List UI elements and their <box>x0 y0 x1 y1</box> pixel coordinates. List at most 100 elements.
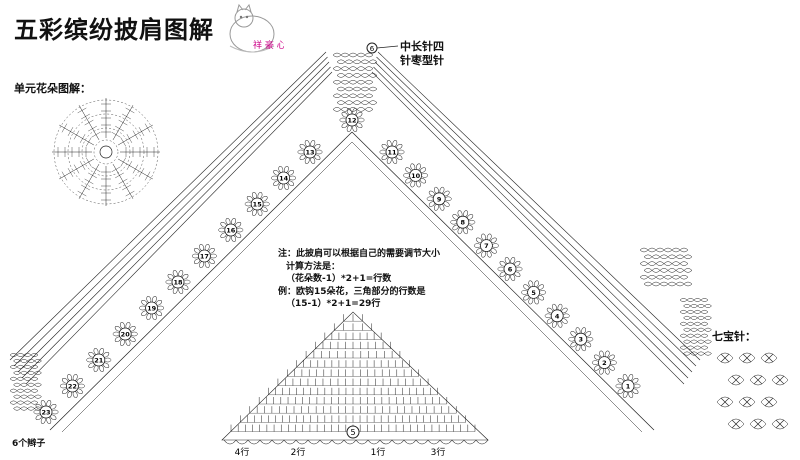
flower-bar <box>67 168 74 177</box>
flower-ring <box>81 127 131 177</box>
mesh-loop <box>704 327 712 332</box>
flower-bar <box>61 171 68 181</box>
flower-bar <box>81 113 90 120</box>
mesh-loop <box>647 247 657 253</box>
motif-petal <box>357 117 365 123</box>
mesh-loop <box>639 274 649 280</box>
motif-petal <box>183 279 191 285</box>
motif-petal <box>51 409 59 415</box>
flower-bar <box>125 190 135 197</box>
mesh-loop <box>9 364 18 369</box>
mesh-loop <box>332 52 342 58</box>
flower-bar <box>86 137 92 147</box>
motif-center <box>92 353 106 367</box>
mesh-loop <box>647 274 657 280</box>
flower-bar <box>77 190 87 197</box>
seven-loop <box>771 418 789 430</box>
flower-bar <box>115 125 124 132</box>
cat-logo-icon: 祥 豪 心 <box>229 3 284 53</box>
motif-center <box>527 285 540 299</box>
scallop <box>355 439 369 445</box>
motif-petal <box>157 305 165 311</box>
mesh-loop <box>679 321 688 326</box>
mesh-loop <box>352 59 362 65</box>
motif-number: 20 <box>121 331 131 339</box>
motif-right: 2 <box>591 350 617 375</box>
mesh-loop <box>13 382 21 387</box>
mesh-loop <box>16 353 25 357</box>
seven-treasure-label: 七宝针： <box>712 330 756 343</box>
flower-bar <box>84 119 94 126</box>
flower-bar <box>118 119 128 126</box>
stitch-symbol-leader <box>376 45 399 49</box>
seven-cross <box>753 375 763 385</box>
seven-loop <box>727 418 745 430</box>
motif-petal <box>130 331 138 337</box>
seven-cross <box>731 419 741 429</box>
mesh-loop <box>700 309 709 314</box>
mesh-loop <box>663 247 673 253</box>
mesh-loop <box>697 303 705 308</box>
mesh-loop <box>364 66 374 71</box>
seven-loop <box>760 396 778 408</box>
motif-right: 11 <box>379 140 405 164</box>
mesh-loop <box>356 79 366 85</box>
mesh-loop <box>663 274 673 280</box>
flower-bar <box>120 157 126 167</box>
mesh-loop <box>679 298 688 302</box>
motif-petal <box>262 201 270 207</box>
flower-bar <box>88 172 97 179</box>
flower-bar <box>84 178 94 185</box>
mesh-loop <box>344 73 354 78</box>
motif-number: 17 <box>200 253 209 261</box>
mesh-loop <box>9 400 18 405</box>
flower-bar <box>126 134 133 143</box>
mesh-loop <box>34 394 42 399</box>
inner-left-line <box>61 141 353 433</box>
mesh-loop <box>360 100 370 105</box>
stitch-top-label-1: 中长针四 <box>400 40 444 53</box>
sizing-note: 注：此披肩可以根据自己的需要调节大小 计算方法是： （花朵数-1）*2+1=行数… <box>278 248 440 311</box>
mesh-loop <box>663 261 673 266</box>
mesh-loop <box>30 364 39 369</box>
mesh-loop <box>655 261 665 266</box>
scallop <box>343 439 357 445</box>
scallop <box>259 439 273 445</box>
inner-right-line <box>351 141 643 433</box>
mesh-loop <box>16 400 25 405</box>
seven-cross <box>720 397 730 407</box>
scallop <box>451 439 465 445</box>
mesh-loop <box>20 370 28 375</box>
motif-petal <box>112 331 120 337</box>
seven-cross <box>753 419 763 429</box>
mesh-loop <box>671 247 681 253</box>
mesh-loop <box>659 281 669 287</box>
motif-petal <box>633 383 641 389</box>
seven-loop <box>716 396 734 408</box>
mesh-loop <box>332 66 342 71</box>
mesh-loop <box>683 339 691 344</box>
motif-petal <box>297 149 305 155</box>
motif-left: 20 <box>112 322 138 346</box>
stitch-symbol-text: 6 <box>370 45 375 53</box>
triangle-outline <box>221 311 489 441</box>
mesh-loop <box>704 351 712 356</box>
motif-center <box>574 332 588 346</box>
motif-center <box>621 379 635 393</box>
motif-number: 3 <box>579 336 584 344</box>
flower-bar <box>73 130 80 140</box>
motif-petal <box>104 357 112 363</box>
motif-right: 8 <box>450 210 476 235</box>
motif-petal <box>615 383 623 389</box>
mesh-loop <box>9 376 18 381</box>
flower-bar <box>115 172 124 179</box>
motif-petal <box>468 219 476 225</box>
mesh-loop <box>686 333 695 338</box>
scallop <box>379 439 393 445</box>
mesh-loop <box>690 327 698 332</box>
mesh-loop <box>700 321 709 326</box>
net-mesh <box>9 52 712 411</box>
mesh-loop <box>332 79 342 85</box>
seven-cross <box>775 375 785 385</box>
